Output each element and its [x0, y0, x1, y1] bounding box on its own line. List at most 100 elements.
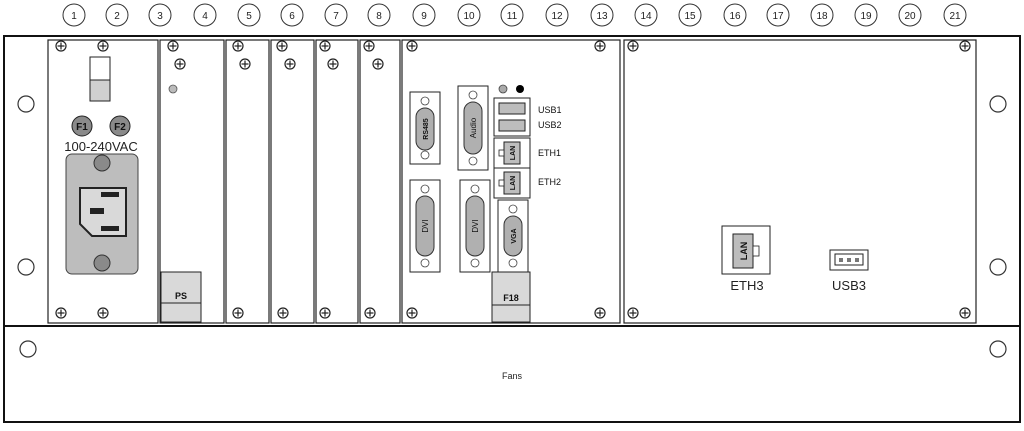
vga-label: VGA: [511, 228, 518, 243]
slot-number-label: 21: [949, 11, 961, 22]
eth2-lan-label: LAN: [510, 176, 517, 190]
screw-icon: [406, 40, 418, 52]
iec-pin-icon: [101, 226, 119, 231]
screw-icon: [627, 40, 639, 52]
lan-jack-tab: [752, 245, 760, 257]
screw-icon: [959, 307, 971, 319]
screw-icon: [327, 58, 339, 70]
mount-hole: [989, 258, 1007, 276]
blank-module: [359, 39, 401, 324]
usb3-pin-icon: [847, 258, 851, 262]
slot-number-label: 20: [904, 11, 916, 22]
port-screw-icon: [468, 90, 478, 100]
screw-icon: [174, 58, 186, 70]
vga-connector: [503, 215, 523, 257]
screw-icon: [594, 40, 606, 52]
usb2-label: USB2: [538, 120, 562, 130]
voltage-label: 100-240VAC: [64, 139, 137, 154]
slot-number-label: 17: [772, 11, 784, 22]
eth1-lan-label: LAN: [510, 146, 517, 160]
slot-number-circle: [237, 3, 261, 27]
slot-number-label: 16: [729, 11, 741, 22]
lan-jack-tab: [498, 149, 505, 157]
port-screw-icon: [420, 96, 430, 106]
dvi1-label: DVI: [421, 219, 430, 232]
screw-icon: [239, 58, 251, 70]
screw-icon: [167, 40, 179, 52]
slot-number-label: 12: [551, 11, 563, 22]
slot-number-label: 10: [463, 11, 475, 22]
slot-number-circle: [280, 3, 304, 27]
dvi-connector: [415, 195, 435, 257]
usb3-label: USB3: [832, 278, 866, 293]
fans-label: Fans: [502, 371, 523, 381]
screw-icon: [284, 58, 296, 70]
audio-connector: [463, 101, 483, 155]
slot-number-circle: [634, 3, 658, 27]
slot-number-label: 4: [202, 11, 208, 22]
slot-number-label: 2: [114, 11, 120, 22]
usb3-pin-icon: [855, 258, 859, 262]
inlet-screw-icon: [93, 154, 111, 172]
slot-number-circle: [193, 3, 217, 27]
screw-icon: [627, 307, 639, 319]
screw-icon: [55, 307, 67, 319]
screw-icon: [364, 307, 376, 319]
audio-label: Audio: [469, 117, 478, 138]
screw-icon: [277, 307, 289, 319]
slot-number-circle: [766, 3, 790, 27]
right-module: [623, 39, 977, 324]
inlet-screw-icon: [93, 254, 111, 272]
screw-icon: [97, 40, 109, 52]
slot-number-label: 13: [596, 11, 608, 22]
slot-number-label: 19: [860, 11, 872, 22]
fuse-icon: [109, 115, 131, 137]
blank-module: [315, 39, 359, 324]
port-screw-icon: [420, 184, 430, 194]
screw-icon: [97, 307, 109, 319]
screw-icon: [959, 40, 971, 52]
f18-tab: [491, 271, 531, 323]
mount-hole: [17, 95, 35, 113]
slot-number-circle: [324, 3, 348, 27]
screw-icon: [406, 307, 418, 319]
usb1-label: USB1: [538, 105, 562, 115]
slot-number-label: 11: [507, 11, 518, 22]
slot-number-circle: [590, 3, 614, 27]
port-screw-icon: [420, 258, 430, 268]
slot-number-label: 5: [246, 11, 252, 22]
slot-number-circle: [545, 3, 569, 27]
ps-tab: [160, 271, 202, 323]
screw-icon: [276, 40, 288, 52]
power-switch-lower: [89, 79, 111, 102]
slot-number-circle: [367, 3, 391, 27]
screw-icon: [594, 307, 606, 319]
eth1-label: ETH1: [538, 148, 561, 158]
lan-jack-tab: [498, 179, 505, 187]
port-screw-icon: [508, 204, 518, 214]
eth2-label: ETH2: [538, 177, 561, 187]
f18-label: F18: [503, 293, 519, 303]
slot-number-circle: [810, 3, 834, 27]
fuse2-label: F2: [114, 122, 126, 133]
slot-number-label: 18: [816, 11, 828, 22]
port-screw-icon: [508, 258, 518, 268]
blank-module: [270, 39, 315, 324]
mount-hole: [989, 95, 1007, 113]
port-screw-icon: [470, 258, 480, 268]
slot-number-circle: [105, 3, 129, 27]
rs485-connector: [415, 107, 435, 151]
slot-number-circle: [62, 3, 86, 27]
screw-icon: [363, 40, 375, 52]
slot-number-circle: [943, 3, 967, 27]
screw-icon: [55, 40, 67, 52]
usb1-port: [498, 102, 526, 115]
fuse1-label: F1: [76, 122, 88, 133]
slot-number-label: 6: [289, 11, 295, 22]
usb3-pin-icon: [839, 258, 843, 262]
slot-number-label: 15: [684, 11, 696, 22]
slot-number-label: 8: [376, 11, 382, 22]
